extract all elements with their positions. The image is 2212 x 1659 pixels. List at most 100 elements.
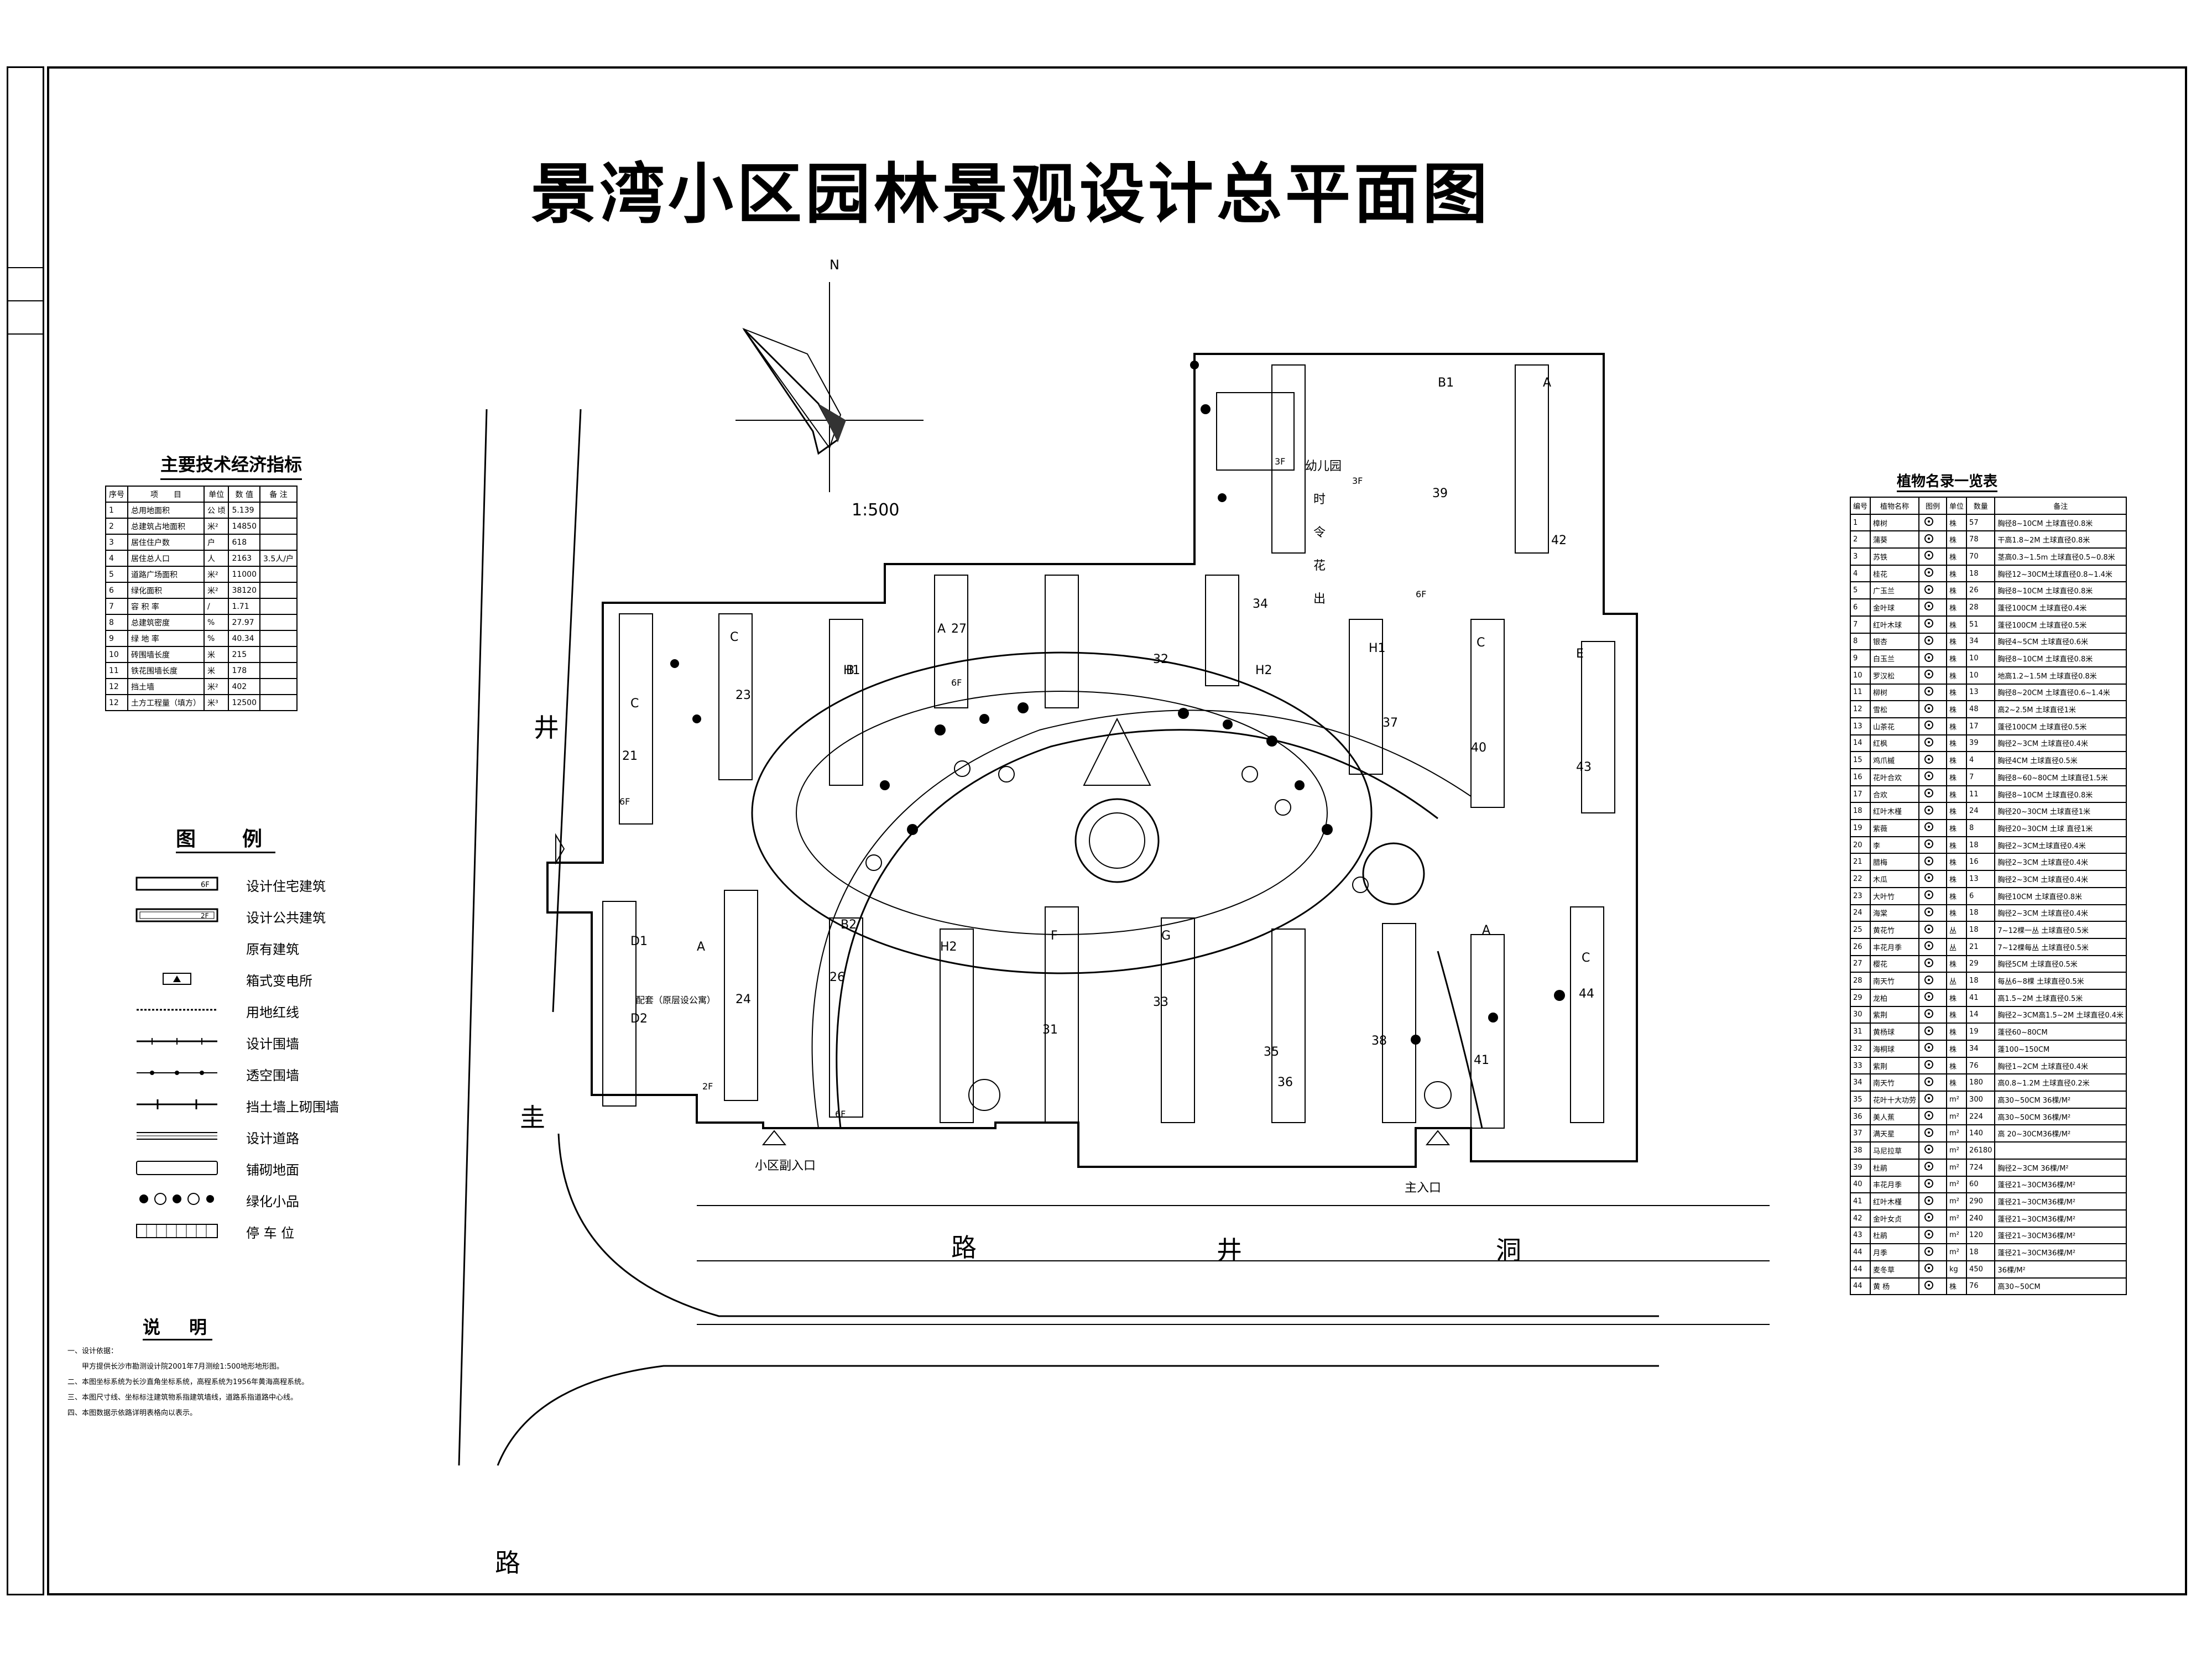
table-cell: 40 <box>1849 1175 1871 1194</box>
table-cell: 白玉兰 <box>1870 649 1920 667</box>
plant-symbol-icon <box>1918 1073 1948 1092</box>
table-cell: 铁花围墙长度 <box>127 662 205 679</box>
table-cell: 桂花 <box>1870 564 1920 583</box>
building-number: 43 <box>1576 760 1592 774</box>
table-cell: 42 <box>1849 1209 1871 1228</box>
drawing-frame <box>47 66 2187 1595</box>
table-cell <box>259 614 298 631</box>
plant-symbol-icon <box>1918 972 1948 990</box>
plant-symbol-icon <box>1918 581 1948 600</box>
table-cell: 6 <box>1849 598 1871 617</box>
road-label-south-1: 路 <box>951 1233 977 1262</box>
plant-symbol-icon <box>1918 937 1948 956</box>
table-cell: 木瓜 <box>1870 870 1920 888</box>
main-gate-label: 主入口 <box>1405 1181 1442 1195</box>
east-roundabout <box>1362 842 1425 905</box>
table-cell: 满天星 <box>1870 1124 1920 1143</box>
table-cell: m² <box>1946 1141 1968 1160</box>
table-cell: 51 <box>1966 615 1996 634</box>
tech-table-header: 单位 <box>203 486 229 503</box>
table-cell: m² <box>1946 1192 1968 1211</box>
table-cell: 米 <box>203 646 229 663</box>
table-cell: 28 <box>1849 972 1871 990</box>
table-cell: 3 <box>105 534 128 551</box>
table-cell: 花叶合欢 <box>1870 768 1920 786</box>
table-cell: 丛 <box>1946 972 1968 990</box>
building-number: 42 <box>1551 534 1567 547</box>
table-cell: 18 <box>1966 904 1996 922</box>
table-cell: 株 <box>1946 598 1968 617</box>
building-code: C <box>730 630 739 644</box>
table-cell: 2163 <box>228 550 260 567</box>
table-cell: 胸径20~30CM 土球 直径1米 <box>1994 819 2127 837</box>
table-cell: 8 <box>105 614 128 631</box>
table-cell: 胸径20~30CM 土球直径1米 <box>1994 802 2127 821</box>
table-cell: 12500 <box>228 694 260 711</box>
table-cell: 银杏 <box>1870 632 1920 651</box>
table-cell: 18 <box>1966 972 1996 990</box>
table-cell: 12 <box>105 678 128 695</box>
table-cell: 罗汉松 <box>1870 666 1920 685</box>
table-cell: 120 <box>1966 1226 1996 1245</box>
plant-symbol-icon <box>1918 530 1948 549</box>
table-cell: 蓬100~150CM <box>1994 1040 2127 1058</box>
plants-table-title: 植物名录一览表 <box>1897 470 1998 492</box>
table-cell: 公 顷 <box>203 502 229 519</box>
table-cell: 红叶木槿 <box>1870 802 1920 821</box>
building-code: H1 <box>843 664 860 677</box>
plant-symbol-icon <box>1918 1124 1948 1143</box>
table-cell: 株 <box>1946 954 1968 973</box>
table-cell: 砖围墙长度 <box>127 646 205 663</box>
table-cell: 鸡爪槭 <box>1870 751 1920 769</box>
table-cell: 马尼拉草 <box>1870 1141 1920 1160</box>
table-cell: 红叶木槿 <box>1870 1192 1920 1211</box>
table-cell: 米² <box>203 566 229 583</box>
plant-symbol-icon <box>1918 836 1948 854</box>
table-cell: 胸径2~3CM 土球直径0.4米 <box>1994 853 2127 872</box>
table-cell: 76 <box>1966 1277 1996 1296</box>
table-cell: 每丛6~8棵 土球直径0.5米 <box>1994 972 2127 990</box>
table-cell: 干高1.8~2M 土球直径0.8米 <box>1994 530 2127 549</box>
plant-symbol-icon <box>1918 904 1948 922</box>
south-road-edge <box>497 1133 1659 1466</box>
table-cell: 7~12棵一丛 土球直径0.5米 <box>1994 921 2127 939</box>
open-wall-symbol <box>137 1071 217 1075</box>
table-cell: 胸径8~60~80CM 土球直径1.5米 <box>1994 768 2127 786</box>
table-cell: 月季 <box>1870 1243 1920 1261</box>
table-cell: 高 20~30CM36棵/M² <box>1994 1124 2127 1143</box>
public-building-label: 配套（原层设公寓） <box>636 995 716 1005</box>
table-cell: 樱花 <box>1870 954 1920 973</box>
table-cell: % <box>203 614 229 631</box>
table-cell: 米² <box>203 518 229 535</box>
table-cell <box>1994 1141 2127 1160</box>
table-cell: 30 <box>1849 1005 1871 1024</box>
table-cell: 140 <box>1966 1124 1996 1143</box>
table-cell: 高30~50CM 36棵/M² <box>1994 1107 2127 1126</box>
table-cell: m² <box>1946 1091 1968 1109</box>
plant-symbol-icon <box>1918 751 1948 769</box>
road-symbol <box>137 1132 217 1140</box>
public-building-symbol: 2F <box>135 908 218 922</box>
table-cell <box>259 566 298 583</box>
table-cell: 红叶木球 <box>1870 615 1920 634</box>
table-cell: 14850 <box>228 518 260 535</box>
note-line: 四、本图数据示依路详明表格向以表示。 <box>67 1409 197 1417</box>
table-cell: 14 <box>1966 1005 1996 1024</box>
plant-symbol-icon <box>1918 1158 1948 1177</box>
table-cell: 株 <box>1946 1073 1968 1092</box>
plant-symbol-icon <box>1918 1022 1948 1041</box>
table-cell: 5 <box>1849 581 1871 600</box>
table-cell: 1 <box>1849 513 1871 532</box>
table-cell: 道路广场面积 <box>127 566 205 583</box>
